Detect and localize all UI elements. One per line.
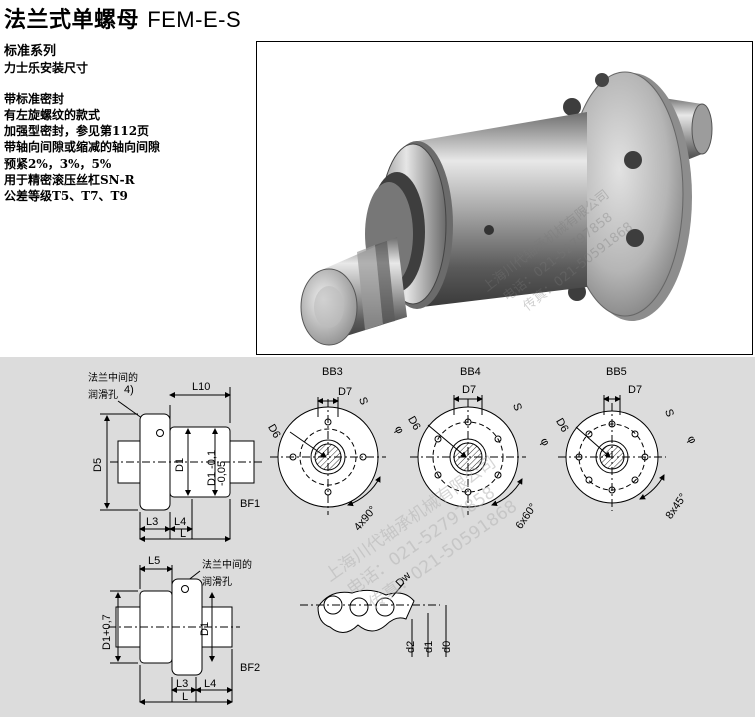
lube-label-1: 法兰中间的 — [88, 371, 138, 384]
bb3-view: BB3 D7 D6 S φ 4x90° — [265, 366, 406, 533]
bb4-label: BB4 — [460, 366, 481, 378]
dim-l: L — [180, 528, 186, 540]
product-photo: 上海川代轴承机械有限公司 电话：021-52797858 传真：021-5059… — [256, 41, 753, 355]
bb5-view: BB5 D7 D6 S φ 8x45° — [553, 366, 698, 522]
dim-d7-bb4: D7 — [462, 384, 476, 396]
spec-list: 标准系列 力士乐安装尺寸 带标准密封 有左旋螺纹的款式 加强型密封，参见第112… — [4, 44, 160, 205]
dim-d1-bf2: D1 — [199, 622, 211, 636]
dim-l3: L3 — [146, 516, 158, 528]
bb4-view: BB4 D7 D6 S φ 6x60° — [405, 366, 551, 532]
dim-d6-bb4: D6 — [405, 414, 422, 432]
bb5-label: BB5 — [606, 366, 627, 378]
dim-6x60: 6x60° — [513, 501, 539, 531]
spec-feature: 带标准密封 — [4, 91, 65, 106]
lube2-label-1: 法兰中间的 — [202, 558, 252, 571]
title-cn: 法兰式单螺母 — [4, 8, 140, 33]
spec-feature: 带轴向间隙或缩减的轴向间隙 — [4, 140, 161, 155]
dim-d6-bb3: D6 — [265, 422, 282, 440]
dim-d5: D5 — [92, 458, 104, 472]
lube-label-sup: 4) — [124, 384, 134, 396]
dim-d1-tol: D1 -0,1 — [206, 450, 218, 486]
dim-s-bb3: S — [356, 396, 370, 407]
bf2-label: BF2 — [240, 662, 260, 674]
dim-d1-tol2: -0,05 — [216, 461, 228, 486]
flange — [563, 71, 692, 321]
dim-d6-bb5: D6 — [553, 416, 570, 434]
spec-series: 标准系列 — [4, 44, 57, 59]
dim-l3-bf2: L3 — [176, 678, 188, 690]
spec-feature: 有左旋螺纹的款式 — [4, 107, 101, 122]
bf1-label: BF1 — [240, 498, 260, 510]
technical-drawing: 法兰中间的 润滑孔 4) L10 D5 D1 D — [0, 357, 755, 717]
spec-feature: 用于精密滚压丝杠SN-R — [4, 173, 135, 188]
spec-feature: 公差等级T5、T7、T9 — [4, 189, 128, 204]
spec-feature: 加强型密封，参见第112页 — [4, 124, 150, 139]
ball-detail: Dw d2 d1 d0 — [300, 570, 453, 657]
title-code: FEM-E-S — [147, 7, 242, 32]
bf1-view: 法兰中间的 润滑孔 4) L10 D5 D1 D — [88, 371, 262, 542]
page-title: 法兰式单螺母 FEM-E-S — [4, 2, 241, 34]
dim-l5: L5 — [148, 555, 160, 567]
dim-s-bb5: S — [662, 408, 676, 419]
dim-l4: L4 — [174, 516, 186, 528]
dim-d1-ball: d1 — [423, 641, 435, 653]
dim-d2: d2 — [405, 641, 417, 653]
bf2-view: 法兰中间的 润滑孔 L5 D1+0,7 D1 BF2 L3 — [101, 555, 260, 705]
dim-4x90: 4x90° — [352, 504, 379, 533]
dim-d0: d0 — [441, 641, 453, 653]
dim-d7-bb3: D7 — [338, 386, 352, 398]
dim-l4-bf2: L4 — [204, 678, 216, 690]
shaft-front — [300, 237, 407, 346]
lube-label-2: 润滑孔 — [88, 388, 118, 401]
lube2-label-2: 润滑孔 — [202, 575, 232, 588]
bb3-label: BB3 — [322, 366, 343, 378]
dim-phi-bb3: φ — [392, 424, 406, 436]
spec-feature: 预紧2%，3%，5% — [4, 156, 112, 171]
dim-phi-bb5: φ — [685, 434, 699, 446]
dim-d7-bb5: D7 — [628, 384, 642, 396]
dim-phi-bb4: φ — [538, 436, 552, 448]
dim-d1: D1 — [174, 458, 186, 472]
spec-mount: 力士乐安装尺寸 — [4, 61, 89, 76]
dim-l-bf2: L — [182, 691, 188, 703]
dim-l10: L10 — [192, 381, 210, 393]
dim-s-bb4: S — [510, 402, 524, 413]
dim-8x45: 8x45° — [663, 491, 689, 521]
dim-d1-07: D1+0,7 — [101, 614, 113, 650]
